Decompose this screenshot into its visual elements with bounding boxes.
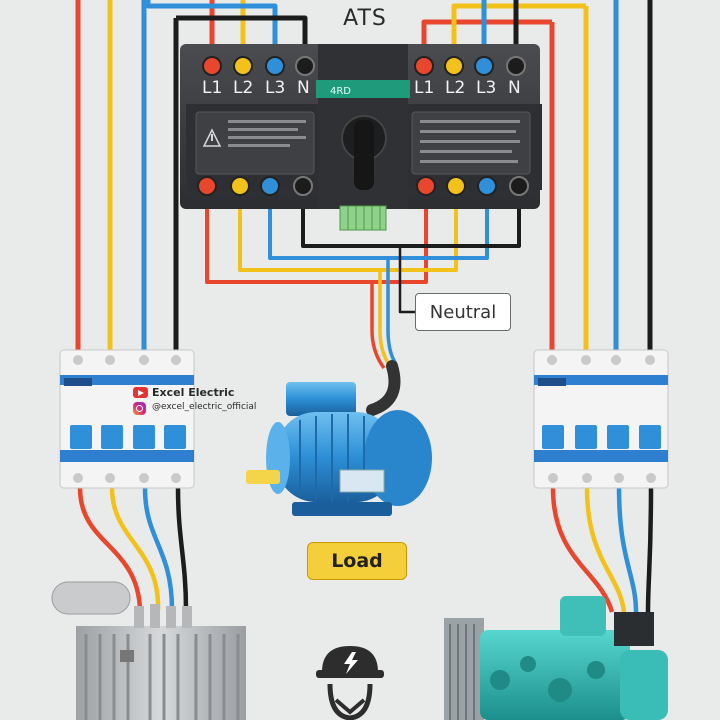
mcb-left-toggles[interactable]	[70, 425, 186, 449]
motor-load	[246, 360, 432, 516]
terminal-label-right-l3: L3	[476, 78, 497, 98]
mcb-right	[533, 349, 669, 489]
wire-out-l2-left	[238, 186, 380, 272]
transformer	[51, 581, 246, 720]
motor-cable	[366, 360, 401, 416]
wire-l3-left-ats	[145, 0, 278, 64]
wire-out-l3-right	[388, 186, 489, 260]
generator	[444, 596, 668, 720]
wire-gen-l2	[584, 487, 627, 613]
load-label: Load	[307, 542, 407, 580]
terminal-label-left-n: N	[297, 78, 310, 98]
terminal-label-right-l1: L1	[414, 78, 435, 98]
wires-to-sources	[77, 487, 654, 613]
youtube-icon	[133, 387, 148, 398]
motor-shaft	[246, 470, 280, 484]
wire-load-l1	[370, 282, 386, 370]
wire-gen-l3	[616, 487, 639, 613]
motor-nameplate	[339, 469, 385, 493]
brand-name: Excel Electric	[152, 386, 235, 399]
ats-control-terminal	[339, 205, 387, 231]
wire-tr-n	[175, 487, 189, 611]
wire-load-l3	[386, 258, 398, 365]
ats-module-plate	[316, 80, 410, 98]
wire-out-l1-left	[205, 186, 372, 284]
mcb-left	[59, 349, 195, 489]
terminal-label-left-l3: L3	[265, 78, 286, 98]
wire-neutral-tap	[398, 246, 416, 314]
wire-tr-l2	[109, 487, 161, 611]
instagram-icon	[133, 402, 146, 415]
wires-left-supply	[75, 0, 308, 352]
ats-module-label: 4RD	[330, 86, 351, 97]
electrician-helmet-icon	[316, 646, 384, 720]
wire-gen-n	[645, 487, 654, 613]
wire-out-l1-right	[372, 186, 428, 284]
brand-handle: @excel_electric_official	[152, 402, 257, 412]
motor-base	[292, 502, 392, 516]
ats-info-lines	[228, 120, 520, 163]
terminal-label-left-l2: L2	[233, 78, 254, 98]
ats-rotary-handle[interactable]	[354, 120, 374, 190]
mcb-right-toggles[interactable]	[542, 425, 661, 449]
neutral-label: Neutral	[415, 293, 511, 331]
wire-tr-l1	[77, 487, 143, 611]
wire-gen-l1	[550, 487, 615, 613]
terminal-label-right-l2: L2	[445, 78, 466, 98]
wire-out-l3-left	[268, 186, 388, 260]
ats-top-terminals	[202, 56, 526, 76]
ats-switch: 4RD	[180, 44, 542, 231]
wire-tr-l3	[142, 487, 175, 611]
ats-title: ATS	[343, 5, 387, 31]
terminal-label-right-n: N	[508, 78, 521, 98]
terminal-label-left-l1: L1	[202, 78, 223, 98]
wire-out-l2-right	[380, 186, 458, 272]
ats-bottom-terminals	[197, 176, 529, 196]
warning-icon	[202, 128, 222, 147]
